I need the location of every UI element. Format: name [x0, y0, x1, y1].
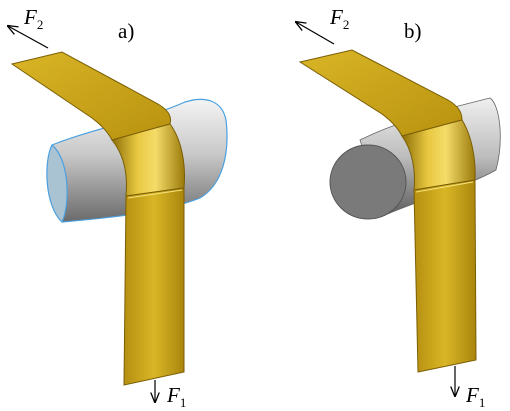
- force-label-b-bottom: F1: [465, 383, 485, 410]
- belt-a-down: [123, 187, 185, 386]
- belt-b-edge-highlight: [415, 181, 474, 193]
- force-label-b-top: F2: [329, 5, 349, 32]
- force-label-a-top: F2: [23, 5, 43, 32]
- panel-a: F2 F1 a): [8, 5, 228, 410]
- panel-label-a: a): [118, 19, 134, 43]
- belt-b-top: [298, 49, 463, 137]
- belt-a-top: [10, 51, 171, 141]
- panel-b: F2 F1 b): [296, 5, 501, 410]
- force-arrow-b-top: [296, 22, 335, 45]
- belt-a-edge-highlight: [127, 189, 183, 199]
- cylinder-b-end: [329, 144, 407, 220]
- force-arrow-a-top: [8, 26, 49, 49]
- panel-label-b: b): [404, 19, 422, 43]
- cylinder-a-end: [46, 144, 68, 224]
- belt-b-down: [413, 179, 477, 373]
- force-label-a-bottom: F1: [166, 383, 186, 410]
